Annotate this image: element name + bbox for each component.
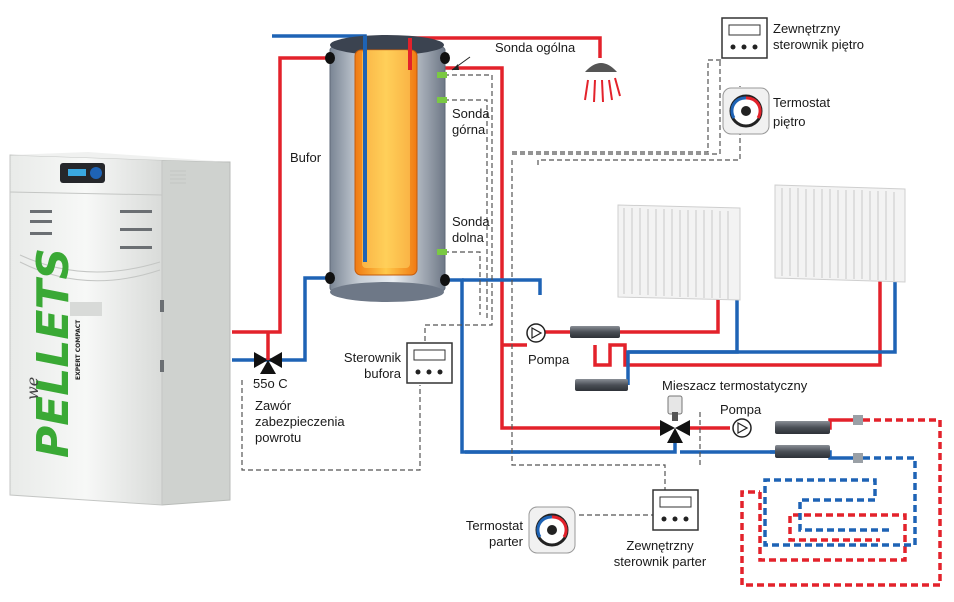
label-buffer-controller-line1: Sterownik [343, 350, 401, 365]
sensor-lower-icon [437, 249, 447, 255]
label-pump-radiators: Pompa [528, 352, 570, 367]
brand-we-text: we [23, 377, 42, 400]
buffer-controller-icon [406, 342, 453, 384]
label-lower-sensor-line1: Sonda [452, 214, 490, 229]
label-pump-floor: Pompa [720, 402, 762, 417]
label-upper-sensor-line1: Sonda [452, 106, 490, 121]
label-general-sensor: Sonda ogólna [495, 40, 576, 55]
boiler-knob-icon [90, 167, 102, 179]
label-groundfloor-thermostat-line2: parter [489, 534, 523, 549]
label-groundfloor-controller-line1: Zewnętrzny [626, 538, 694, 553]
label-lower-sensor-line2: dolna [452, 230, 484, 245]
label-return-valve-line2: zabezpieczenia [255, 414, 345, 429]
brand-subtitle: EXPERT COMPACT [75, 319, 82, 380]
radiator-2 [774, 184, 906, 283]
thermostatic-mixer-icon [660, 395, 690, 443]
label-buffer: Bufor [290, 150, 322, 165]
brand-logo: PELLETS we EXPERT COMPACT [23, 248, 82, 458]
groundfloor-thermostat-icon [528, 506, 576, 554]
label-upstairs-controller-line2: sterownik piętro [773, 37, 865, 52]
pump-floor [732, 418, 752, 438]
manifolds [570, 326, 863, 463]
boiler-hinges [30, 210, 152, 249]
sensor-general-icon [437, 72, 447, 78]
label-upstairs-thermostat-line2: piętro [773, 114, 806, 129]
buffer-tank [325, 35, 471, 302]
sensor-upper-icon [437, 97, 447, 103]
label-return-valve-line3: powrotu [255, 430, 302, 445]
label-groundfloor-controller-line2: sterownik parter [613, 554, 707, 569]
brand-logo-text: PELLETS [28, 248, 79, 458]
label-upstairs-controller-line1: Zewnętrzny [773, 21, 841, 36]
label-buffer-controller-line2: bufora [364, 366, 401, 381]
upstairs-thermostat-icon [722, 87, 770, 135]
shower-head-icon [584, 63, 621, 103]
hot-pipes [232, 36, 882, 430]
floor-heating-loop [740, 418, 942, 587]
label-return-valve-line1: Zawór [255, 398, 292, 413]
pump-radiators [526, 323, 546, 343]
groundfloor-controller-icon [652, 489, 699, 531]
label-valve-temperature: 55o C [253, 376, 288, 391]
return-valve-icon [254, 332, 282, 374]
label-thermostatic-mixer: Mieszacz termostatyczny [662, 378, 808, 393]
pellet-boiler: PELLETS we EXPERT COMPACT [9, 152, 231, 506]
radiator-1 [617, 204, 741, 301]
label-upstairs-thermostat-line1: Termostat [773, 95, 831, 110]
signal-wires [241, 59, 741, 516]
upstairs-controller-icon [721, 17, 768, 59]
label-upper-sensor-line2: górna [452, 122, 486, 137]
label-groundfloor-thermostat-line1: Termostat [465, 518, 523, 533]
